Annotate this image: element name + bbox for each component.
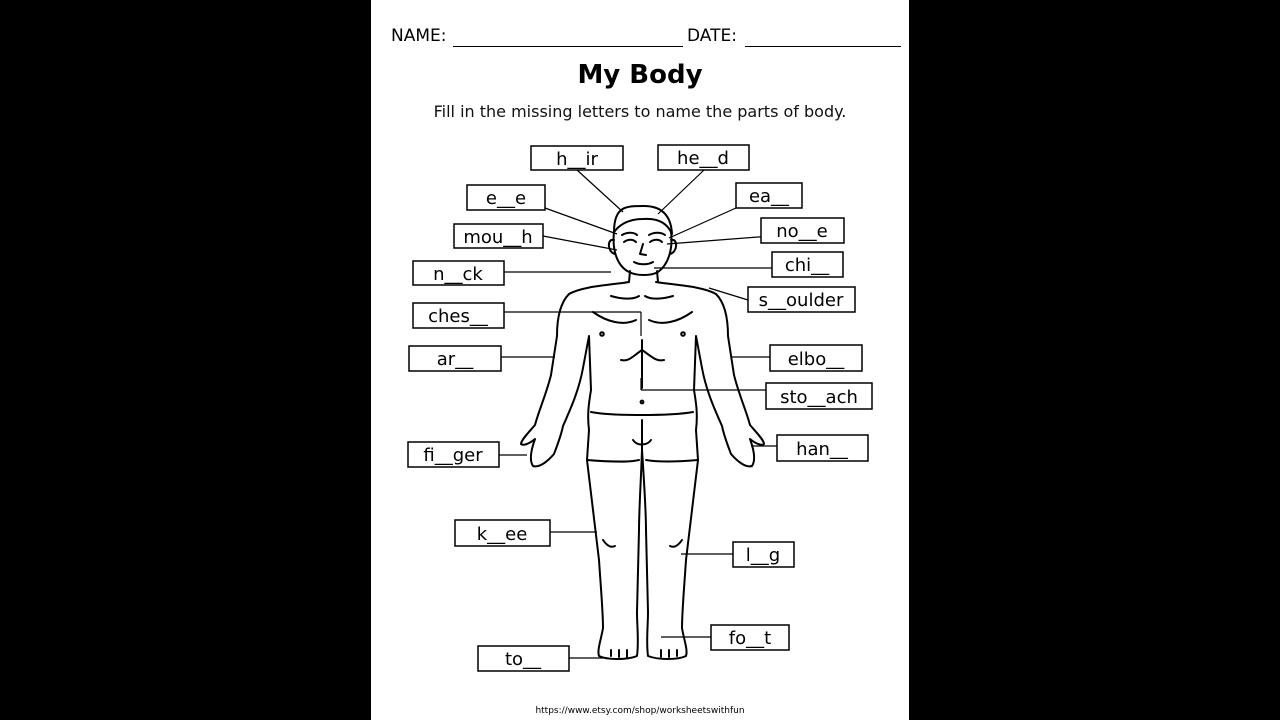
label-box-finger[interactable]: fi__ger bbox=[407, 441, 500, 468]
label-box-knee[interactable]: k__ee bbox=[454, 519, 551, 547]
human-body-figure bbox=[520, 205, 765, 660]
instructions-text: Fill in the missing letters to name the … bbox=[433, 102, 847, 121]
label-text-finger: fi__ger bbox=[423, 445, 483, 466]
name-date-row: NAME: DATE: bbox=[391, 26, 901, 50]
label-text-stomach: sto__ach bbox=[780, 387, 858, 408]
label-box-elbow[interactable]: elbo__ bbox=[769, 344, 863, 372]
label-box-mouth[interactable]: mou__h bbox=[453, 223, 544, 249]
leader-lines bbox=[499, 169, 777, 659]
label-box-chin[interactable]: chi__ bbox=[771, 251, 844, 278]
label-text-ear: ea__ bbox=[749, 186, 790, 207]
label-text-chest: ches__ bbox=[428, 306, 489, 327]
label-text-elbow: elbo__ bbox=[788, 349, 846, 370]
label-box-head[interactable]: he__d bbox=[657, 144, 750, 171]
label-box-hair[interactable]: h__ir bbox=[530, 145, 624, 171]
worksheet-page: NAME: DATE: My Body Fill in the missing … bbox=[371, 0, 909, 720]
label-text-leg: l__g bbox=[746, 545, 780, 566]
label-box-hand[interactable]: han__ bbox=[776, 434, 869, 462]
label-text-hair: h__ir bbox=[556, 149, 598, 170]
date-blank-line[interactable] bbox=[745, 46, 901, 47]
label-text-hand: han__ bbox=[796, 439, 849, 460]
label-text-eye: e__e bbox=[486, 188, 526, 209]
label-text-mouth: mou__h bbox=[463, 227, 532, 248]
name-label: NAME: bbox=[391, 26, 447, 46]
label-box-ear[interactable]: ea__ bbox=[735, 182, 803, 209]
label-text-nose: no__e bbox=[776, 221, 828, 242]
label-text-toe: to__ bbox=[505, 649, 542, 670]
label-text-knee: k__ee bbox=[477, 524, 528, 545]
label-text-foot: fo__t bbox=[729, 628, 771, 649]
body-diagram: h__ir he__d e__e ea__ mou__h no__e n__ck bbox=[407, 144, 873, 672]
label-box-chest[interactable]: ches__ bbox=[412, 302, 505, 329]
label-box-neck[interactable]: n__ck bbox=[412, 260, 505, 286]
label-box-foot[interactable]: fo__t bbox=[710, 624, 790, 651]
label-box-toe[interactable]: to__ bbox=[477, 645, 570, 672]
date-label: DATE: bbox=[687, 26, 737, 46]
label-box-leg[interactable]: l__g bbox=[732, 541, 795, 568]
name-blank-line[interactable] bbox=[453, 46, 683, 47]
label-box-stomach[interactable]: sto__ach bbox=[765, 382, 873, 410]
label-text-chin: chi__ bbox=[785, 255, 830, 276]
label-box-eye[interactable]: e__e bbox=[466, 184, 546, 211]
label-text-arm: ar__ bbox=[437, 349, 474, 370]
label-box-arm[interactable]: ar__ bbox=[408, 345, 502, 372]
label-text-shoulder: s__oulder bbox=[759, 290, 844, 311]
label-text-neck: n__ck bbox=[433, 264, 483, 285]
label-box-shoulder[interactable]: s__oulder bbox=[747, 286, 856, 313]
label-box-nose[interactable]: no__e bbox=[760, 217, 845, 244]
page-title: My Body bbox=[577, 60, 703, 90]
label-text-head: he__d bbox=[677, 148, 729, 169]
footer-url[interactable]: https://www.etsy.com/shop/worksheetswith… bbox=[535, 706, 745, 716]
